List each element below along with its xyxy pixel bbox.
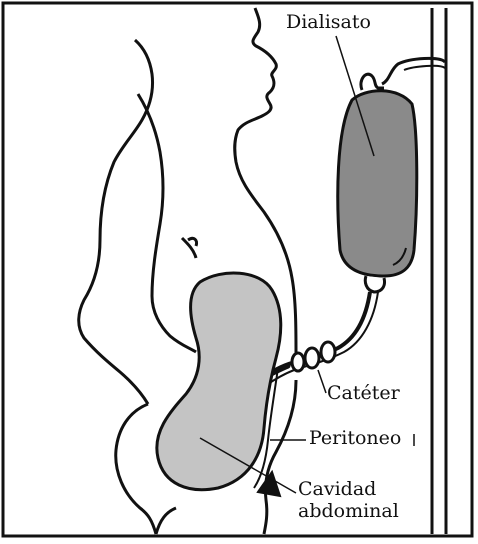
dialysate-label: Dialisato: [286, 12, 371, 34]
catheter-connectors: [292, 342, 335, 371]
iv-pole: [432, 8, 446, 534]
bag-outlet: [365, 276, 384, 292]
abdominal-cavity-label: Cavidad abdominal: [298, 479, 399, 523]
catheter-label: Catéter: [327, 383, 400, 405]
abdominal-cavity-label-line1: Cavidad: [298, 479, 399, 501]
bag-top-nozzle: [361, 74, 384, 90]
abdominal-cavity: [157, 273, 281, 490]
abdominal-cavity-label-line2: abdominal: [298, 501, 399, 523]
bag-hanger: [382, 58, 445, 84]
peritoneum-label: Peritoneo: [309, 428, 401, 450]
